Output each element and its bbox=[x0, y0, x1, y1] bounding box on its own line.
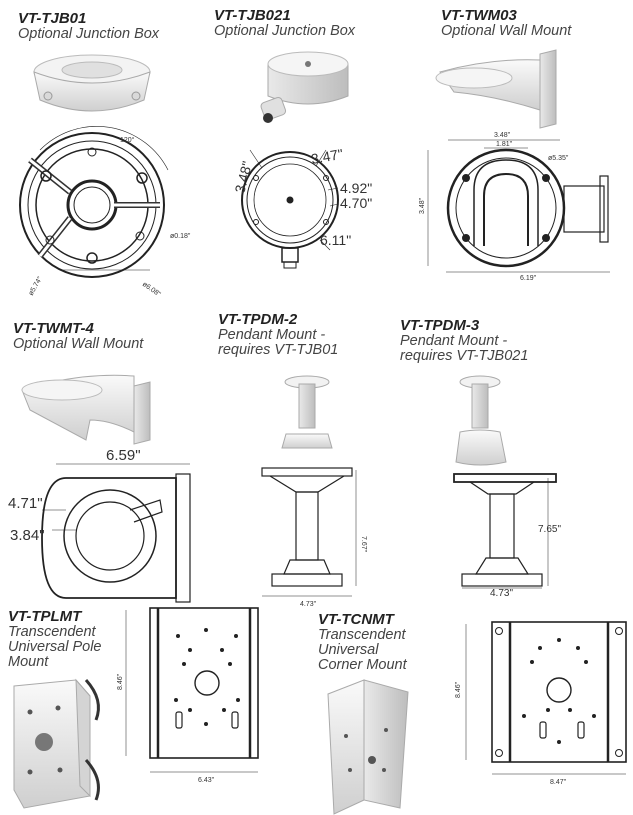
product-desc: Optional Junction Box bbox=[18, 25, 160, 42]
caption-vt-tpdm-2: VT-TPDM-2 Pendant Mount - requires VT-TJ… bbox=[218, 312, 338, 358]
product-code: VT-TJB021 bbox=[214, 7, 291, 24]
tplmt-h-label: 8.46" bbox=[117, 673, 124, 690]
product-desc: requires VT-TJB01 bbox=[218, 341, 339, 358]
tjb021-c-label: 4.92" bbox=[340, 180, 372, 196]
tpdm3-drawing bbox=[453, 473, 557, 589]
tjb021-drawing bbox=[241, 149, 339, 269]
twm03-b-label: 1.81" bbox=[496, 141, 513, 148]
twmt4-c-label: 3.84" bbox=[10, 527, 45, 544]
product-desc: Optional Wall Mount bbox=[13, 335, 144, 352]
product-code: VT-TPDM-2 bbox=[218, 311, 298, 328]
caption-vt-tplmt: VT-TPLMT Transcendent Universal Pole Mou… bbox=[8, 609, 102, 670]
twmt4-a-label: 6.59" bbox=[106, 447, 141, 464]
product-desc: Mount bbox=[8, 654, 49, 671]
tcnmt-holes bbox=[522, 638, 596, 744]
tplmt-drawing bbox=[125, 607, 259, 773]
product-desc: Optional Wall Mount bbox=[441, 22, 572, 39]
twm03-drawing bbox=[427, 139, 610, 273]
product-desc: requires VT-TJB021 bbox=[400, 347, 529, 364]
tjb01-drawing bbox=[19, 126, 169, 278]
caption-vt-twmt-4: VT-TWMT-4 Optional Wall Mount bbox=[13, 321, 143, 352]
tjb01-photo bbox=[33, 54, 151, 112]
tpdm2-photo bbox=[281, 375, 333, 449]
tjb021-photo bbox=[260, 51, 349, 123]
twm03-c-label: ø5.35" bbox=[548, 155, 569, 162]
twm03-e-label: 6.19" bbox=[520, 275, 537, 282]
product-code: VT-TPLMT bbox=[8, 608, 82, 625]
caption-vt-tjb021: VT-TJB021 Optional Junction Box bbox=[214, 8, 355, 39]
tpdm2-w-label: 4.73" bbox=[300, 601, 317, 608]
product-desc: Universal Pole bbox=[8, 638, 102, 655]
tplmt-photo bbox=[13, 678, 100, 809]
caption-vt-tcnmt: VT-TCNMT Transcendent Universal Corner M… bbox=[318, 612, 407, 673]
product-desc: Optional Junction Box bbox=[214, 22, 356, 39]
tjb021-e-label: 6.11" bbox=[320, 232, 351, 248]
tjb021-b-label: 3.47" bbox=[310, 146, 345, 167]
tjb021-d-label: 4.70" bbox=[340, 195, 372, 211]
tcnmt-w-label: 8.47" bbox=[550, 779, 567, 786]
tplmt-holes bbox=[174, 628, 240, 726]
tplmt-w-label: 6.43" bbox=[198, 777, 215, 784]
twm03-a-label: 3.48" bbox=[494, 132, 511, 139]
tpdm3-h-label: 7.65" bbox=[538, 524, 561, 535]
tjb021-a-label: 3.48" bbox=[231, 159, 255, 194]
tpdm3-w-label: 4.73" bbox=[490, 588, 513, 599]
product-desc: Transcendent bbox=[8, 623, 96, 640]
tpdm2-h-label: 7.67" bbox=[360, 536, 367, 553]
twmt4-drawing bbox=[41, 463, 191, 603]
product-code: VT-TWM03 bbox=[441, 7, 517, 24]
caption-vt-twm03: VT-TWM03 Optional Wall Mount bbox=[441, 8, 571, 39]
product-desc: Pendant Mount - bbox=[400, 332, 508, 349]
tjb01-angle-label: 120° bbox=[120, 136, 135, 144]
tjb01-d2-label: ø6.08" bbox=[141, 281, 162, 299]
product-code: VT-TWMT-4 bbox=[13, 320, 94, 337]
tcnmt-photo bbox=[327, 679, 409, 815]
twmt4-b-label: 4.71" bbox=[8, 495, 43, 512]
twm03-photo bbox=[435, 49, 557, 129]
twm03-d-label: 3.48" bbox=[419, 197, 426, 214]
tpdm3-photo bbox=[455, 375, 507, 466]
tpdm2-drawing bbox=[261, 467, 357, 597]
product-desc: Transcendent bbox=[318, 626, 406, 643]
caption-vt-tpdm-3: VT-TPDM-3 Pendant Mount - requires VT-TJ… bbox=[400, 318, 528, 364]
tcnmt-drawing bbox=[465, 621, 627, 775]
twmt4-photo bbox=[21, 374, 151, 445]
tjb01-d1-label: ø0.18" bbox=[170, 233, 191, 240]
caption-vt-tjb01: VT-TJB01 Optional Junction Box bbox=[18, 11, 159, 42]
product-desc: Corner Mount bbox=[318, 657, 407, 674]
tjb01-d3-label: ø5.74" bbox=[28, 275, 45, 297]
product-desc: Universal bbox=[318, 641, 379, 658]
tcnmt-h-label: 8.46" bbox=[455, 681, 462, 698]
product-code: VT-TJB01 bbox=[18, 10, 87, 27]
product-code: VT-TPDM-3 bbox=[400, 317, 480, 334]
product-code: VT-TCNMT bbox=[318, 611, 394, 628]
product-desc: Pendant Mount - bbox=[218, 326, 326, 343]
